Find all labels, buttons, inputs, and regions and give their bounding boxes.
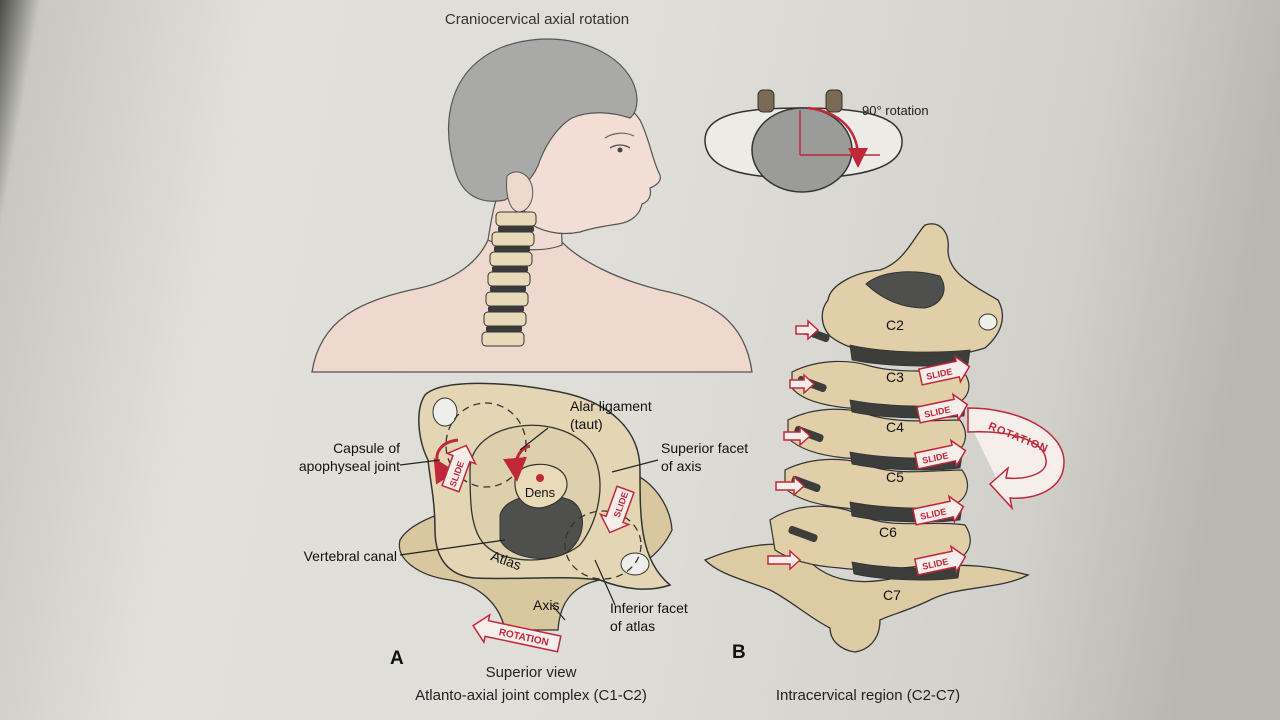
label-axis: Axis [533, 597, 559, 613]
label-inferior-facet-line2: of atlas [610, 618, 655, 634]
vertebra-c7: C7 [883, 587, 901, 603]
label-capsule-line1: Capsule of [333, 440, 400, 456]
panel-a-title: Atlanto-axial joint complex (C1-C2) [415, 687, 647, 704]
label-vertebral-canal: Vertebral canal [304, 548, 397, 564]
label-superior-facet-line2: of axis [661, 458, 701, 474]
top-view-rotation-diagram: 90° rotation [704, 89, 929, 193]
vertebra-c5: C5 [886, 469, 904, 485]
panel-a-atlas-axis: SLIDE SLIDE ROTATION Alar ligament [299, 382, 748, 704]
head-illustration [311, 38, 753, 373]
vertebra-c4: C4 [886, 419, 904, 435]
label-superior-facet-line1: Superior facet [661, 440, 748, 456]
label-alar-ligament-note: (taut) [570, 416, 603, 432]
panel-b-letter: B [732, 642, 746, 663]
label-alar-ligament: Alar ligament [570, 398, 652, 414]
vertebra-c3: C3 [886, 369, 904, 385]
panel-a-view-caption: Superior view [486, 664, 577, 681]
panel-b-title: Intracervical region (C2-C7) [776, 687, 960, 704]
label-inferior-facet-line1: Inferior facet [610, 600, 688, 616]
vertebra-c2: C2 [886, 317, 904, 333]
panel-a-letter: A [390, 648, 404, 669]
rotation-90-label: 90° rotation [862, 103, 929, 118]
figure-title: Craniocervical axial rotation [445, 11, 629, 28]
label-capsule-line2: apophyseal joint [299, 458, 400, 474]
vertebra-c6: C6 [879, 524, 897, 540]
panel-b-cervical-spine: C2 C3 C4 C5 C6 C7 SLIDE SLIDE SLIDE SLID… [703, 223, 1065, 704]
label-dens: Dens [525, 485, 556, 500]
